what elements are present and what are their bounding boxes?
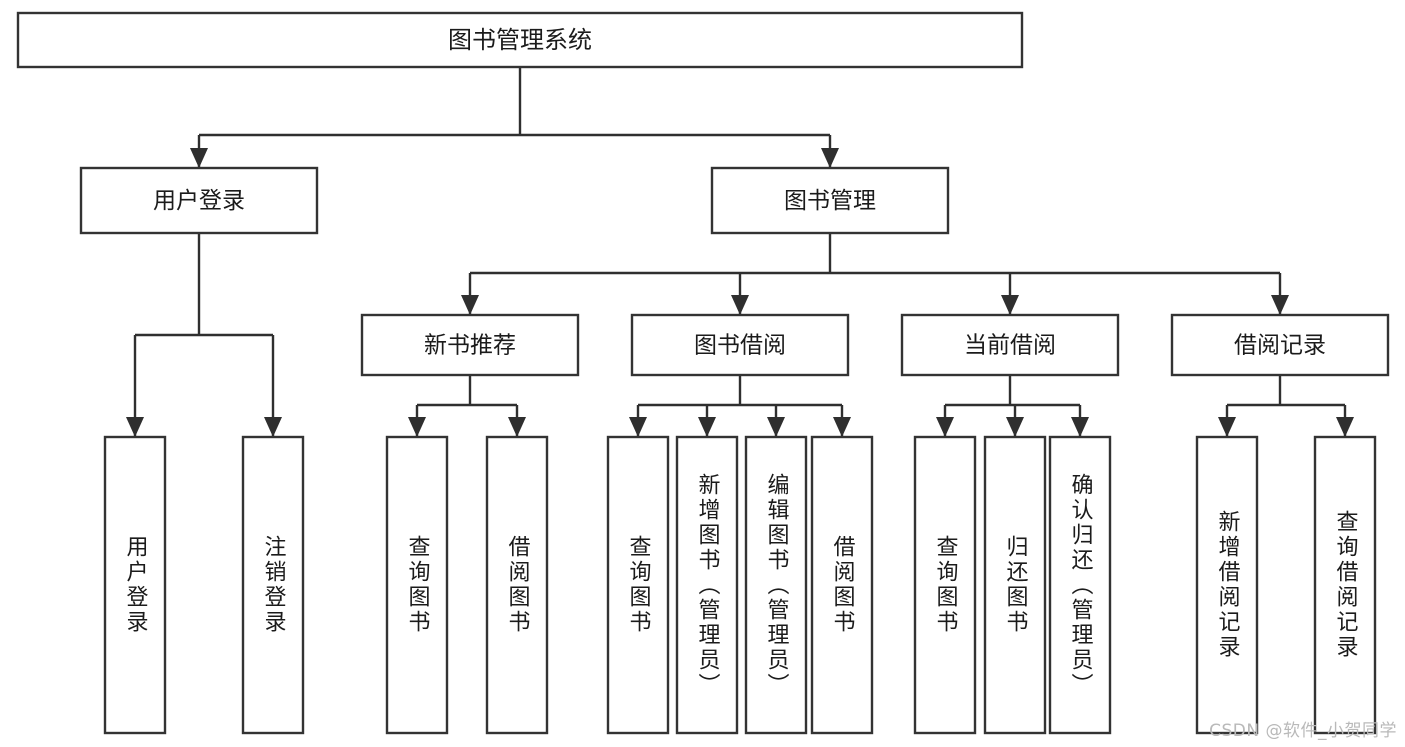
leaf-box[interactable] [241,435,305,735]
leaf-box[interactable] [385,435,449,735]
leaf-node-leaf-query-book-rec[interactable]: 查询图书 [385,435,449,735]
leaf-label-wrapper: 确认归还（管理员） [1067,472,1093,698]
arrow-to-current-borrow [1001,295,1019,315]
leaf-label-wrapper: 注销登录 [260,535,286,635]
arrow-to-leaf-borrow-book [833,417,851,437]
arrow-to-leaf-add-record [1218,417,1236,437]
leaf-node-leaf-confirm-return[interactable]: 确认归还（管理员） [1048,435,1112,735]
leaf-label-wrapper: 新增图书（管理员） [694,472,720,698]
node-box[interactable] [1170,313,1390,377]
leaf-label-wrapper: 查询图书 [625,535,651,635]
node-label: 图书管理 [784,188,876,214]
arrow-to-user-login [190,148,208,168]
leaf-label: 确认归还（管理员） [1067,472,1093,698]
arrow-to-leaf-user-login [126,417,144,437]
leaf-box[interactable] [1313,435,1377,735]
leaf-node-leaf-query-book-borrow[interactable]: 查询图书 [606,435,670,735]
leaf-label-wrapper: 用户登录 [122,535,148,635]
level3-node-book-borrow[interactable]: 图书借阅 [630,313,850,377]
arrow-to-leaf-return-book [1006,417,1024,437]
connector-lines [126,67,1354,437]
leaf-label: 归还图书 [1002,535,1028,635]
level3-node-new-book-recommend[interactable]: 新书推荐 [360,313,580,377]
leaf-label: 注销登录 [260,535,286,635]
arrow-to-new-book-recommend [461,295,479,315]
leaf-box[interactable] [606,435,670,735]
leaf-node-leaf-user-logout[interactable]: 注销登录 [241,435,305,735]
leaf-box[interactable] [983,435,1047,735]
node-box[interactable] [79,166,319,235]
leaf-label: 新增图书（管理员） [694,472,720,698]
leaf-node-leaf-edit-book[interactable]: 编辑图书（管理员） [744,435,808,735]
leaf-label: 查询借阅记录 [1332,510,1358,660]
node-label: 图书借阅 [694,333,786,359]
leaf-node-leaf-borrow-book[interactable]: 借阅图书 [810,435,874,735]
leaf-node-leaf-add-book[interactable]: 新增图书（管理员） [675,435,739,735]
leaf-label: 编辑图书（管理员） [763,472,789,698]
leaf-node-leaf-query-book-cur[interactable]: 查询图书 [913,435,977,735]
arrow-to-leaf-edit-book [767,417,785,437]
node-label: 图书管理系统 [448,26,592,54]
leaf-label-wrapper: 新增借阅记录 [1214,510,1240,660]
leaf-label-wrapper: 借阅图书 [829,535,855,635]
arrow-to-leaf-query-book-borrow [629,417,647,437]
arrow-to-book-borrow [731,295,749,315]
leaf-box[interactable] [810,435,874,735]
arrow-to-leaf-query-book-cur [936,417,954,437]
leaf-node-leaf-return-book[interactable]: 归还图书 [983,435,1047,735]
leaf-box[interactable] [1195,435,1259,735]
node-label: 当前借阅 [964,333,1056,359]
root-node-root[interactable]: 图书管理系统 [16,11,1024,69]
leaf-label: 新增借阅记录 [1214,510,1240,660]
leaf-box[interactable] [675,435,739,735]
level3-node-borrow-record[interactable]: 借阅记录 [1170,313,1390,377]
leaf-box[interactable] [103,435,167,735]
leaf-box[interactable] [485,435,549,735]
arrow-to-leaf-add-book [698,417,716,437]
node-boxes: 图书管理系统用户登录图书管理新书推荐图书借阅当前借阅借阅记录用户登录注销登录查询… [16,11,1390,735]
leaf-label: 查询图书 [625,535,651,635]
leaf-node-leaf-borrow-book-rec[interactable]: 借阅图书 [485,435,549,735]
leaf-label-wrapper: 查询借阅记录 [1332,510,1358,660]
level2-node-book-manage[interactable]: 图书管理 [710,166,950,235]
leaf-label-wrapper: 归还图书 [1002,535,1028,635]
leaf-box[interactable] [913,435,977,735]
leaf-box[interactable] [744,435,808,735]
leaf-node-leaf-add-record[interactable]: 新增借阅记录 [1195,435,1259,735]
leaf-label-wrapper: 查询图书 [404,535,430,635]
leaf-label: 借阅图书 [504,535,530,635]
leaf-node-leaf-query-record[interactable]: 查询借阅记录 [1313,435,1377,735]
arrow-to-leaf-borrow-book-rec [508,417,526,437]
node-box[interactable] [16,11,1024,69]
leaf-label-wrapper: 查询图书 [932,535,958,635]
arrow-to-leaf-query-record [1336,417,1354,437]
leaf-box[interactable] [1048,435,1112,735]
arrow-to-leaf-confirm-return [1071,417,1089,437]
node-label: 新书推荐 [424,333,516,359]
node-box[interactable] [900,313,1120,377]
leaf-label: 借阅图书 [829,535,855,635]
arrow-to-leaf-query-book-rec [408,417,426,437]
leaf-label-wrapper: 编辑图书（管理员） [763,472,789,698]
node-box[interactable] [710,166,950,235]
arrow-to-borrow-record [1271,295,1289,315]
node-box[interactable] [630,313,850,377]
leaf-label: 查询图书 [932,535,958,635]
leaf-label: 用户登录 [122,535,148,635]
node-label: 借阅记录 [1234,333,1326,359]
level3-node-current-borrow[interactable]: 当前借阅 [900,313,1120,377]
node-box[interactable] [360,313,580,377]
level2-node-user-login[interactable]: 用户登录 [79,166,319,235]
leaf-label: 查询图书 [404,535,430,635]
node-label: 用户登录 [153,188,245,214]
arrow-to-book-manage [821,148,839,168]
leaf-node-leaf-user-login[interactable]: 用户登录 [103,435,167,735]
arrow-to-leaf-user-logout [264,417,282,437]
leaf-label-wrapper: 借阅图书 [504,535,530,635]
